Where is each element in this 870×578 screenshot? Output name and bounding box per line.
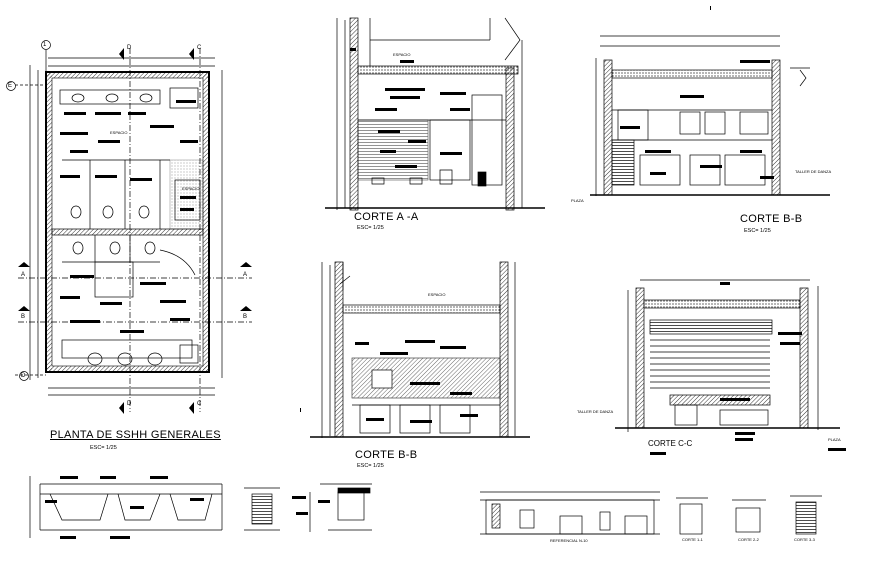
plan-room-label-1: ESPACIO [110,130,128,135]
grid-label-row-b-left: B [21,314,26,320]
grid-label-col-d-bottom: D [127,401,132,407]
detail-sections-right [676,495,822,535]
section-bb-mid-annotations [355,340,478,423]
plan-room-label-2: ESPACIO [182,186,200,191]
section-cc-annotations [650,282,846,455]
detail-right-main-label: REFERENCIAL N-10 [550,538,588,543]
grid-label-row-a-right: A [243,272,248,278]
section-aa-room: ESPACIO [393,52,411,57]
section-cc-room-left: TALLER DE DANZA [577,409,614,414]
grid-label-e: E [8,83,13,89]
grid-label-row-a-left: A [21,272,26,278]
detail-right-d2-label: CORTE 2-2 [738,537,759,542]
section-bb-top-title: CORTE B-B [740,213,803,225]
detail-elevation-left-annotations [45,476,204,539]
detail-small-2 [309,483,372,532]
detail-right-d1-label: CORTE 1-1 [682,537,703,542]
section-bb-top-room-right: TALLER DE DANZA [795,169,832,174]
section-aa-title: CORTE A -A [354,211,419,223]
section-bb-top [590,35,830,196]
section-cc-title: CORTE C-C [648,439,693,448]
grid-label-col-c-bottom: C [197,401,202,407]
section-bb-top-annotations [620,60,774,179]
grid-label-col-d-top: D [127,45,132,51]
section-cc [615,279,840,432]
section-markers [18,48,252,414]
detail-right-d3-label: CORTE 3-3 [794,537,815,542]
section-aa-annotations [350,48,470,168]
section-aa [325,17,545,211]
grid-label-1: 1 [43,42,47,48]
section-bb-mid-room: ESPACIO [428,292,446,297]
grid-label-d-row: D [21,373,26,379]
misc-marks [300,6,711,412]
plan-title: PLANTA DE SSHH GENERALES [50,429,221,441]
detail-elevation-left [29,476,223,538]
detail-elevation-right [480,491,660,535]
grid-label-col-c-top: C [197,45,202,51]
section-bb-top-scale: ESC= 1/25 [744,228,771,234]
section-bb-mid [310,261,530,438]
grid-label-row-b-right: B [243,314,248,320]
section-bb-mid-title: CORTE B-B [355,449,418,461]
section-aa-scale: ESC= 1/25 [357,225,384,231]
floor-plan [6,40,252,412]
section-bb-top-room-left: PLAZA [571,198,584,203]
section-cc-room-right: PLAZA [828,437,841,442]
detail-small-annotations [292,496,330,515]
detail-small-1 [244,487,280,531]
plan-annotations [60,100,198,333]
section-bb-mid-scale: ESC= 1/25 [357,463,384,469]
plan-scale: ESC= 1/25 [90,445,117,451]
